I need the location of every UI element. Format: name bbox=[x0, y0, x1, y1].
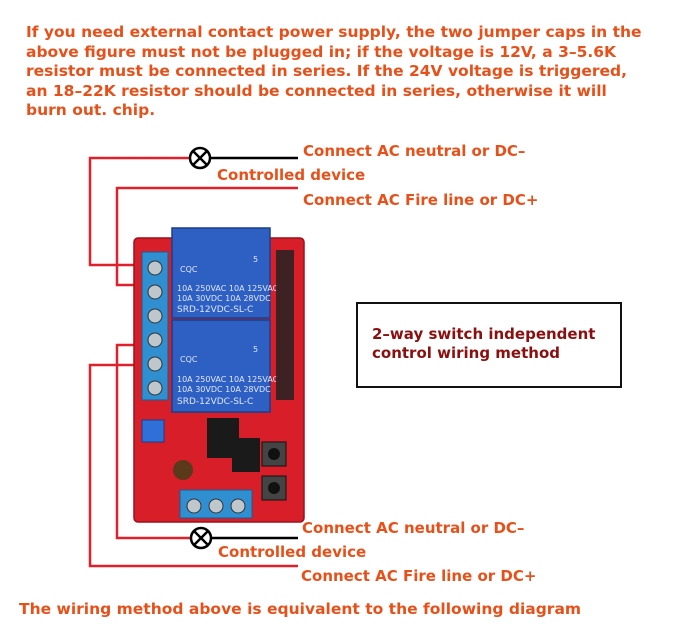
jumper-header bbox=[276, 250, 294, 400]
top-fire-label: Connect AC Fire line or DC+ bbox=[303, 191, 539, 209]
wiring-note: If you need external contact power suppl… bbox=[26, 23, 642, 119]
info-box: 2–way switch independent control wiring … bbox=[356, 302, 622, 388]
relay-1-rating-2: 10A 30VDC 10A 28VDC bbox=[177, 294, 271, 303]
relay-1 bbox=[171, 227, 271, 319]
capacitor bbox=[173, 460, 193, 480]
relay-2-rating-1: 10A 250VAC 10A 125VAC bbox=[177, 375, 279, 384]
terminal-screws bbox=[147, 260, 163, 396]
relay-2-number: 5 bbox=[253, 345, 258, 354]
top-red-wire-neutral bbox=[88, 156, 190, 267]
terminal-block-left bbox=[141, 251, 169, 401]
info-box-text: 2–way switch independent control wiring … bbox=[372, 325, 596, 362]
bottom-fire-label: Connect AC Fire line or DC+ bbox=[301, 567, 537, 585]
relay-2-rating-2: 10A 30VDC 10A 28VDC bbox=[177, 385, 271, 394]
bottom-device-label: Controlled device bbox=[218, 543, 367, 561]
bottom-red-wire-fire bbox=[88, 363, 298, 568]
relay-2-cert: CQC bbox=[180, 355, 198, 364]
relay-1-rating-1: 10A 250VAC 10A 125VAC bbox=[177, 284, 279, 293]
relay-1-model: SRD-12VDC-SL-C bbox=[177, 305, 253, 315]
relay-1-cert: CQC bbox=[180, 265, 198, 274]
bottom-neutral-label: Connect AC neutral or DC– bbox=[302, 519, 525, 537]
potentiometer bbox=[141, 419, 165, 443]
top-device-label: Controlled device bbox=[217, 166, 366, 184]
relay-board: CQC 5 10A 250VAC 10A 125VAC 10A 30VDC 10… bbox=[133, 227, 305, 523]
footer-caption: The wiring method above is equivalent to… bbox=[19, 600, 582, 618]
top-neutral-label: Connect AC neutral or DC– bbox=[303, 142, 526, 160]
bottom-lamp-icon bbox=[189, 526, 213, 550]
top-lamp-icon bbox=[188, 146, 212, 170]
relay-2-model: SRD-12VDC-SL-C bbox=[177, 397, 253, 407]
relay-2 bbox=[171, 319, 271, 413]
relay-1-number: 5 bbox=[253, 255, 258, 264]
ic-chip-2 bbox=[232, 438, 260, 472]
